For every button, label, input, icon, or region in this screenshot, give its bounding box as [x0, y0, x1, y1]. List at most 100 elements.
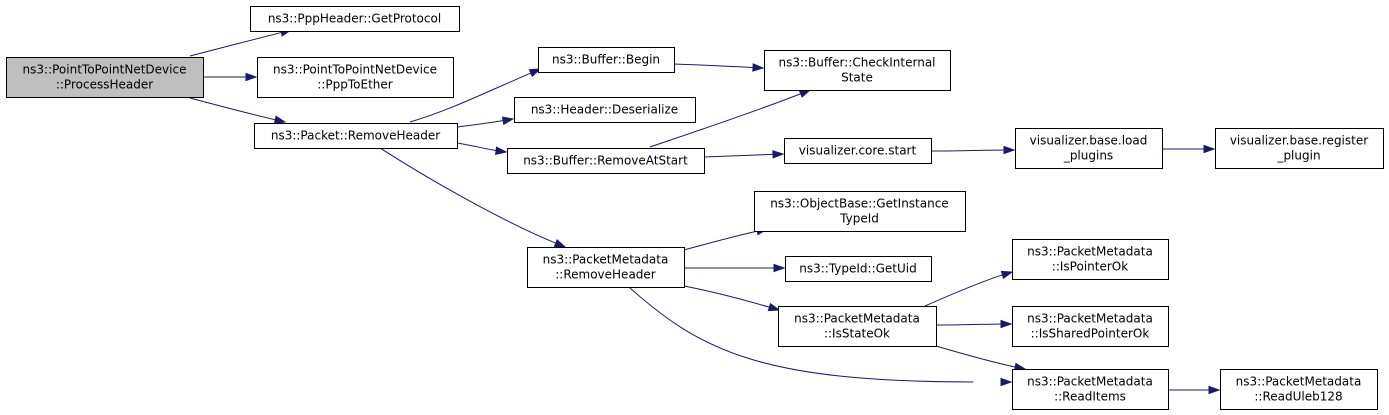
edge-line	[629, 287, 974, 383]
node-label: ::PppToEther	[317, 78, 392, 92]
node-label: ns3::Buffer::CheckInternal	[778, 56, 935, 70]
edge-line	[935, 323, 1008, 326]
node-box	[538, 47, 675, 73]
node-buffer-remove-at-start[interactable]: ns3::Buffer::RemoveAtStart	[507, 148, 705, 174]
node-label: ns3::PacketMetadata	[1027, 312, 1153, 326]
edge-arrowhead	[767, 302, 781, 312]
edge-root-to-ppp_to_ether	[202, 72, 258, 82]
node-register-plugin[interactable]: visualizer.base.register_plugin	[1215, 128, 1384, 169]
node-label: visualizer.base.load	[1030, 134, 1148, 148]
edge-line	[189, 30, 287, 57]
edge-arrowhead	[798, 89, 812, 98]
node-label: visualizer.base.register	[1230, 134, 1368, 148]
node-ppp-to-ether[interactable]: ns3::PointToPointNetDevice::PppToEther	[257, 57, 454, 98]
node-box	[507, 148, 705, 174]
edge-arrowhead	[1003, 145, 1016, 155]
edge-line	[456, 118, 511, 128]
node-remove-header[interactable]: ns3::Packet::RemoveHeader	[254, 123, 458, 149]
node-read-items[interactable]: ns3::PacketMetadata::ReadItems	[1012, 369, 1169, 410]
node-label: ::ReadItems	[1054, 390, 1126, 404]
edge-line	[935, 345, 1020, 369]
node-is-shared-pointer-ok[interactable]: ns3::PacketMetadata::IsSharedPointerOk	[1012, 306, 1169, 347]
edge-pm_remove_header-to-get_uid	[684, 263, 786, 273]
edge-remove_header-to-buffer_begin	[409, 68, 542, 123]
edge-arrowhead	[1208, 385, 1221, 395]
node-pm-remove-header[interactable]: ns3::PacketMetadata::RemoveHeader	[527, 247, 685, 288]
edge-buffer_begin-to-check_internal_state	[673, 63, 765, 72]
edge-line	[683, 229, 763, 251]
edge-is_state_ok-to-is_shared_pointer_ok	[935, 319, 1013, 329]
node-core-start[interactable]: visualizer.core.start	[784, 138, 932, 164]
node-box	[1012, 306, 1169, 347]
edge-arrowhead	[1000, 270, 1014, 280]
edge-arrowhead	[501, 116, 515, 125]
node-is-pointer-ok[interactable]: ns3::PacketMetadata::IsPointerOk	[1012, 239, 1169, 280]
edge-line	[930, 149, 1010, 152]
edge-pm_remove_header-to-read_items	[629, 287, 1013, 387]
node-is-state-ok[interactable]: ns3::PacketMetadata::IsStateOk	[778, 306, 937, 347]
edge-line	[703, 153, 779, 158]
edge-is_state_ok-to-is_pointer_ok	[924, 270, 1014, 307]
node-box	[254, 123, 458, 149]
node-get-uid[interactable]: ns3::TypeId::GetUid	[785, 256, 932, 282]
edge-arrowhead	[495, 146, 508, 155]
node-buffer-begin[interactable]: ns3::Buffer::Begin	[538, 47, 675, 73]
edge-pm_remove_header-to-is_state_ok	[683, 285, 781, 312]
node-get-protocol[interactable]: ns3::PppHeader::GetProtocol	[250, 6, 460, 32]
edge-core_start-to-load_plugins	[930, 145, 1016, 155]
node-root[interactable]: ns3::PointToPointNetDevice::ProcessHeade…	[6, 57, 204, 98]
edge-line	[683, 285, 775, 309]
node-label: ::IsStateOk	[824, 327, 890, 341]
node-box	[6, 57, 204, 98]
node-header-deserialize[interactable]: ns3::Header::Deserialize	[514, 97, 696, 123]
node-label: ns3::Header::Deserialize	[531, 103, 678, 117]
edge-root-to-get_protocol	[189, 28, 293, 57]
edge-line	[649, 92, 803, 148]
edge-buffer_remove_at_start-to-core_start	[703, 150, 785, 159]
node-label: ::IsPointerOk	[1052, 260, 1128, 274]
edge-line	[409, 72, 532, 123]
node-label: ns3::PacketMetadata	[1027, 375, 1153, 389]
node-label: State	[841, 71, 873, 85]
edge-remove_header-to-buffer_remove_at_start	[456, 142, 508, 155]
node-label: ::RemoveHeader	[555, 268, 656, 282]
edge-load_plugins-to-register_plugin	[1161, 144, 1216, 154]
edge-line	[673, 63, 758, 69]
node-box	[1012, 369, 1169, 410]
node-label: TypeId	[839, 212, 879, 226]
node-label: ns3::PacketMetadata	[1027, 245, 1153, 259]
node-label: ::IsSharedPointerOk	[1031, 327, 1150, 341]
nodes-layer: ns3::PointToPointNetDevice::ProcessHeade…	[6, 6, 1384, 410]
node-label: ns3::ObjectBase::GetInstance	[770, 197, 948, 211]
edge-arrowhead	[1000, 319, 1013, 329]
node-label: ns3::PppHeader::GetProtocol	[268, 12, 441, 26]
node-label: _plugins	[1063, 149, 1113, 163]
node-box	[1220, 369, 1378, 410]
edge-remove_header-to-pm_remove_header	[379, 147, 567, 248]
node-box	[764, 50, 951, 91]
node-label: ns3::PointToPointNetDevice	[23, 63, 187, 77]
edge-line	[379, 147, 556, 244]
node-label: ::ProcessHeader	[56, 78, 153, 92]
edge-arrowhead	[1203, 144, 1216, 154]
node-load-plugins[interactable]: visualizer.base.load_plugins	[1015, 128, 1163, 169]
edge-arrowhead	[772, 150, 785, 159]
edge-remove_header-to-header_deserialize	[456, 116, 515, 128]
node-label: ns3::PointToPointNetDevice	[273, 63, 437, 77]
edge-arrowhead	[553, 238, 567, 248]
node-box	[778, 306, 937, 347]
edge-read_items-to-read_uleb128	[1168, 385, 1221, 395]
edge-arrowhead	[273, 115, 287, 124]
edge-arrowhead	[773, 263, 786, 273]
node-label: ns3::PacketMetadata	[1236, 375, 1362, 389]
node-read-uleb128[interactable]: ns3::PacketMetadata::ReadUleb128	[1220, 369, 1378, 410]
node-label: ns3::TypeId::GetUid	[799, 262, 917, 276]
edge-arrowhead	[752, 63, 765, 72]
edge-arrowhead	[528, 68, 542, 78]
node-label: _plugin	[1276, 149, 1320, 163]
node-label: ns3::Packet::RemoveHeader	[271, 129, 440, 143]
node-label: ns3::PacketMetadata	[543, 253, 669, 267]
